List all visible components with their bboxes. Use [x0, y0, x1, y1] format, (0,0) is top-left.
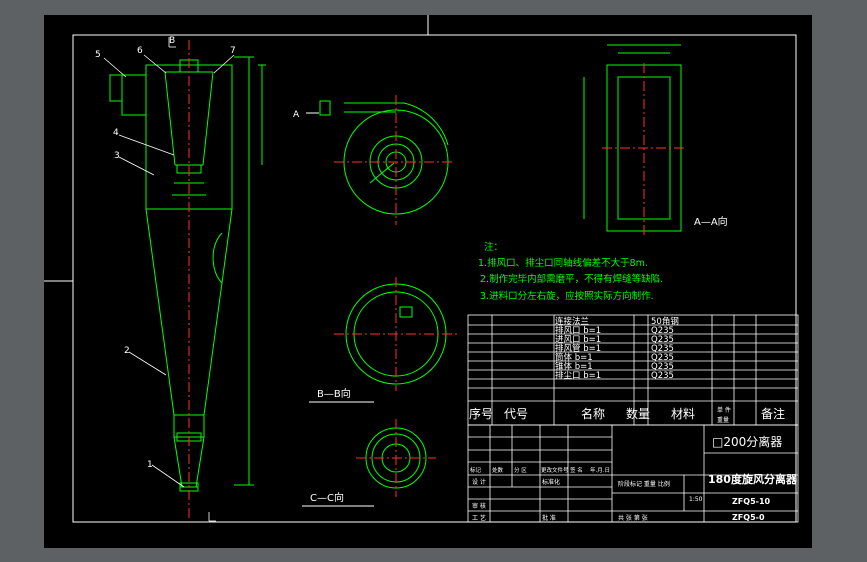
section-a-marker: A	[293, 110, 300, 120]
bom-header-qty: 数量	[626, 406, 650, 421]
bom-rows: 连接法兰 50角钢 排风口 b=1 Q235 进风口 b=1 Q235 排风管 …	[555, 316, 679, 381]
rev-label-sign: 签 名	[570, 466, 583, 474]
bom-header: 序号 代号 名称 数量 材料 单 件 重量 备注	[469, 406, 785, 424]
approve-label: 批 准	[542, 514, 556, 522]
part-5: 5	[95, 50, 101, 60]
inner-border	[72, 34, 797, 523]
bom-row-1-name: 连接法兰	[555, 316, 589, 327]
part-6: 6	[137, 46, 143, 56]
part-3: 3	[114, 151, 120, 161]
bom-header-material: 材料	[671, 407, 695, 421]
note-1: 1.排风口、排尘口同轴线偏差不大于8m.	[478, 257, 648, 269]
part-number-labels: 5 6 7 4 3 2 1 B	[95, 36, 236, 470]
bom-row-4-material: Q235	[651, 344, 674, 354]
designer-label: 设 计	[472, 478, 486, 486]
rev-label-doc: 更改文件号	[541, 466, 569, 474]
product-name: □200分离器	[712, 434, 782, 449]
check-label: 审 核	[472, 502, 486, 510]
part-7: 7	[230, 46, 236, 56]
sheets-label: 共 张 第 张	[618, 514, 648, 522]
view-bb-label: B—B向	[317, 387, 351, 400]
bom-row-3-name: 进风口 b=1	[555, 335, 601, 345]
bom-row-1-material: 50角钢	[651, 316, 679, 327]
drawing-code-bottom: ZFQ5-0	[732, 513, 765, 522]
note-3: 3.进料口分左右旋，应按照实际方向制作.	[480, 290, 654, 302]
bom-row-7-material: Q235	[651, 371, 674, 381]
bom-row-4-name: 排风管 b=1	[555, 343, 601, 354]
bom-row-5-name: 筒体 b=1	[555, 352, 593, 363]
rev-label-mark: 标记	[470, 466, 482, 474]
process-label: 工 艺	[472, 514, 486, 522]
part-2: 2	[124, 346, 130, 356]
stage-labels: 阶段标记 重量 比例	[618, 480, 670, 488]
title-block	[467, 424, 799, 523]
bom-header-name: 名称	[581, 406, 605, 421]
bom-row-6-material: Q235	[651, 362, 674, 372]
view-cc-label: C—C向	[310, 491, 344, 504]
rev-label-zone: 分 区	[514, 466, 527, 474]
part-4: 4	[113, 128, 119, 138]
bom-header-weight-bottom: 重量	[717, 416, 729, 424]
rev-label-count: 处数	[492, 466, 504, 474]
rev-label-date: 年.月.日	[590, 466, 610, 474]
standard-label: 标准化	[542, 478, 560, 486]
drawing-title: 180度旋风分离器	[708, 472, 798, 486]
bom-row-6-name: 锥体 b=1	[555, 361, 593, 372]
title-block-text: □200分离器 180度旋风分离器 1:50 ZFQ5-10 ZFQ5-0 标记…	[470, 434, 798, 522]
view-aa	[583, 44, 682, 232]
notes: 注： 1.排风口、排尘口同轴线偏差不大于8m. 2.制作完毕内部需磨平，不得有焊…	[478, 241, 663, 302]
section-b-marker: B	[169, 36, 175, 46]
bom-header-seq: 序号	[469, 406, 493, 421]
cad-drawing: 5 6 7 4 3 2 1 B A A—A向 B—B向	[44, 15, 799, 523]
scale: 1:50	[689, 496, 703, 503]
notes-title: 注：	[484, 241, 503, 253]
bom-header-remark: 备注	[761, 406, 785, 421]
bom-row-3-material: Q235	[651, 335, 674, 345]
plan-view-top	[319, 100, 449, 215]
part-leaders	[103, 37, 235, 522]
bom-row-7-name: 排尘口 b=1	[555, 370, 601, 381]
bom-row-2-name: 排风口 b=1	[555, 325, 601, 336]
bom-row-5-material: Q235	[651, 353, 674, 363]
cyclone-elevation	[109, 56, 266, 492]
part-1: 1	[147, 460, 153, 470]
note-2: 2.制作完毕内部需磨平，不得有焊缝等缺陷.	[480, 273, 663, 285]
bom-row-2-material: Q235	[651, 326, 674, 336]
bom-header-code: 代号	[504, 407, 528, 421]
drawing-code-top: ZFQ5-10	[732, 497, 771, 506]
bom-header-weight-top: 单 件	[717, 406, 731, 414]
view-aa-label: A—A向	[694, 215, 728, 228]
drawing-sheet: 5 6 7 4 3 2 1 B A A—A向 B—B向	[44, 15, 812, 548]
